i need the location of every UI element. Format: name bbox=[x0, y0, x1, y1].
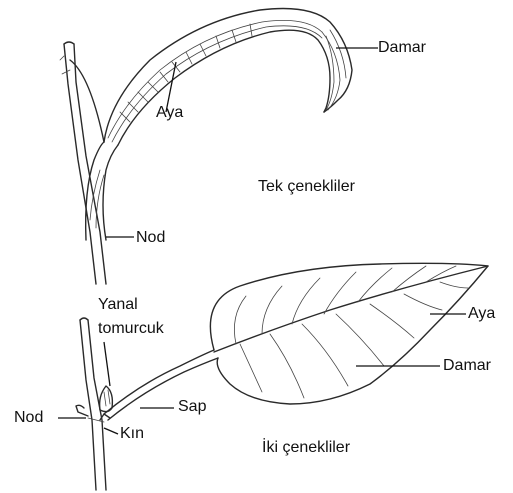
dicot-petiole-label: Sap bbox=[178, 398, 206, 416]
monocot-stem bbox=[64, 44, 96, 284]
dicot-blade-label: Aya bbox=[468, 305, 495, 323]
monocot-vein-label: Damar bbox=[378, 39, 426, 57]
dicot-stem bbox=[80, 320, 96, 490]
monocot-parallel-veins bbox=[108, 20, 346, 142]
monocot-node-label: Nod bbox=[136, 229, 165, 247]
monocot-group-label: Tek çenekliler bbox=[258, 178, 355, 196]
dicot-bud-label-line1: Yanal bbox=[98, 296, 138, 314]
dicot-bud-label-line2: tomurcuk bbox=[98, 320, 164, 338]
dicot-node-label: Nod bbox=[14, 409, 43, 427]
dicot-group-label: İki çenekliler bbox=[262, 439, 350, 457]
dicot-lateral-veins bbox=[234, 266, 468, 398]
monocot-leaf-blade bbox=[104, 9, 352, 143]
dicot-sheath-label: Kın bbox=[120, 425, 144, 443]
dicot-midrib bbox=[214, 266, 488, 352]
monocot-plant bbox=[60, 9, 378, 285]
dicot-vein-label: Damar bbox=[443, 357, 491, 375]
monocot-blade-label: Aya bbox=[156, 104, 183, 122]
dicot-sheath-leader bbox=[104, 428, 118, 434]
dicot-bud-leader bbox=[104, 342, 110, 386]
dicot-lateral-bud bbox=[100, 386, 113, 412]
